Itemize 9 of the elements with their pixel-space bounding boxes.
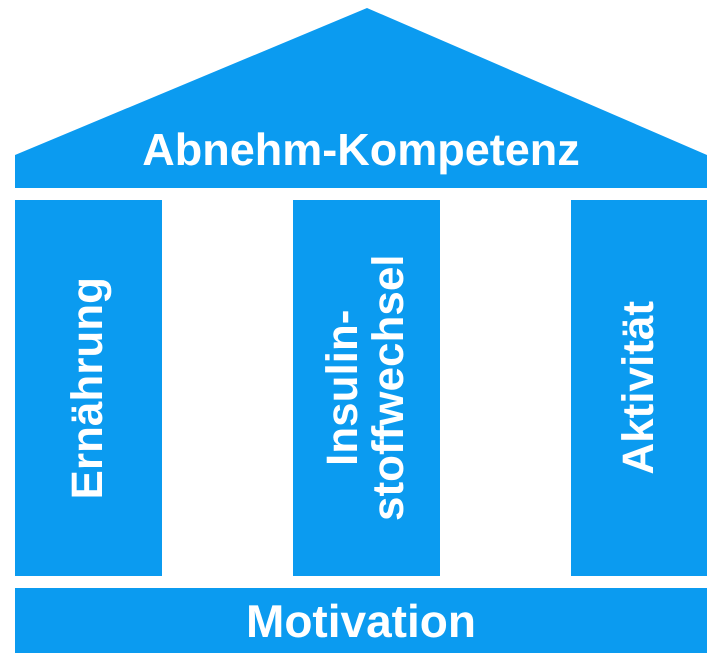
pillar <box>571 200 707 576</box>
pillar-label: Ernährung <box>65 276 112 500</box>
roof-label: Abnehm-Kompetenz <box>142 124 580 176</box>
pillar <box>293 200 440 576</box>
pillar-label: Aktivität <box>616 301 662 475</box>
pillar <box>15 200 162 576</box>
pillar-label: Insulin- stoffwechsel <box>320 254 413 524</box>
base-label: Motivation <box>246 594 476 648</box>
base-bar <box>15 588 707 653</box>
